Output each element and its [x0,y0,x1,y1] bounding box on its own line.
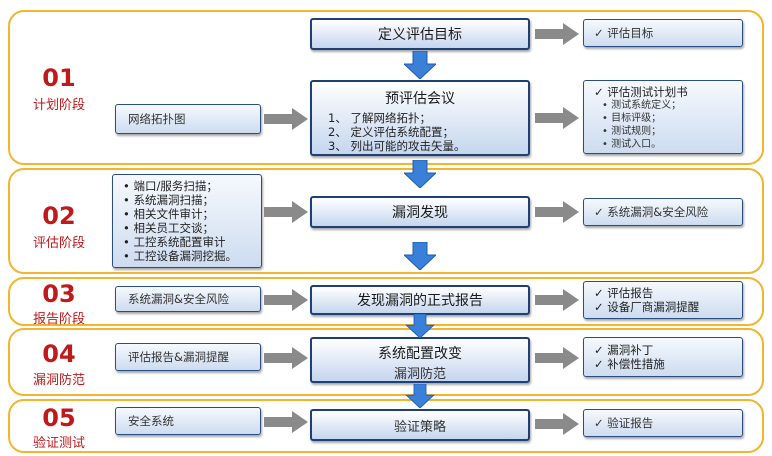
test-plan-item: • 测试规则； [602,126,662,137]
eval-goal-box: ✓ 评估目标 [583,19,743,47]
verify-report-box: ✓ 验证报告 [583,409,743,437]
verify-strategy-box: 验证策略 [310,409,530,441]
report-alert-box: 评估报告&漏洞提醒 [115,343,261,371]
arrow-right-icon [264,289,308,311]
formal-report-box: 发现漏洞的正式报告 [310,285,530,315]
topology-box: 网络拓扑图 [115,104,261,134]
verify-report-label: ✓ 验证报告 [594,416,654,430]
scan-item: • 相关员工交谈； [123,221,214,235]
security-system-box: 安全系统 [115,407,261,435]
security-system-label: 安全系统 [128,414,174,428]
phase-02-name: 评估阶段 [32,236,85,251]
define-goal-box: 定义评估目标 [310,18,530,50]
vuln-risk-left-box: 系统漏洞&安全风险 [115,286,261,312]
phase-01-number: 01 [42,64,76,92]
scan-item: • 端口/服务扫描； [123,179,218,193]
phase-01-name: 计划阶段 [32,98,85,113]
vuln-discovery-label: 漏洞发现 [392,205,448,221]
arrow-down-icon [404,51,436,79]
patch-item: ✓ 漏洞补丁 [594,343,654,357]
scan-item: • 工控系统配置审计 [123,235,226,249]
arrow-right-icon [264,201,308,223]
arrow-right-icon [535,23,579,45]
phase-03-number: 03 [42,280,76,308]
pre-meeting-item: 2、 定义评估系统配置； [328,125,454,139]
arrow-right-icon [535,107,579,129]
phase-05-name: 验证测试 [32,436,85,451]
topology-label: 网络拓扑图 [128,112,186,126]
vuln-discovery-box: 漏洞发现 [310,196,530,228]
report-item: ✓ 评估报告 [594,286,654,300]
arrow-right-icon [264,411,308,433]
vuln-risk-right-box: ✓ 系统漏洞&安全风险 [583,198,743,226]
config-change-title: 系统配置改变 [378,346,462,362]
patch-items-box: ✓ 漏洞补丁 ✓ 补偿性措施 [583,337,743,377]
define-goal-label: 定义评估目标 [378,27,462,43]
report-items-box: ✓ 评估报告 ✓ 设备厂商漏洞提醒 [583,281,743,319]
arrow-right-icon [535,413,579,435]
scan-item: • 工控设备漏洞挖掘。 [123,249,237,263]
arrow-right-icon [264,108,308,130]
arrow-down-icon [404,242,436,270]
pre-meeting-item: 3、 列出可能的攻击矢量。 [328,139,466,153]
test-plan-item: • 目标评级； [602,113,662,124]
arrow-down-icon [405,384,435,408]
pre-meeting-box: 预评估会议 1、 了解网络拓扑； 2、 定义评估系统配置； 3、 列出可能的攻击… [310,80,530,156]
phase-04-number: 04 [42,340,76,368]
scan-items-box: • 端口/服务扫描； • 系统漏洞扫描； • 相关文件审计； • 相关员工交谈；… [112,174,262,268]
test-plan-item: • 测试系统定义； [602,100,682,111]
phase-05-number: 05 [42,404,76,432]
test-plan-title: ✓ 评估测试计划书 [594,85,688,99]
phase-02-number: 02 [42,202,76,230]
report-item: ✓ 设备厂商漏洞提醒 [594,300,700,314]
scan-item: • 系统漏洞扫描； [123,193,214,207]
phase-03-name: 报告阶段 [32,312,85,327]
vuln-risk-right-label: ✓ 系统漏洞&安全风险 [594,205,709,219]
test-plan-box: ✓ 评估测试计划书 • 测试系统定义； • 目标评级； • 测试规则； • 测试… [583,80,743,154]
pre-meeting-title: 预评估会议 [385,91,455,107]
report-alert-label: 评估报告&漏洞提醒 [128,350,229,364]
test-plan-item: • 测试入口。 [602,139,662,150]
phase-04-name: 漏洞防范 [32,373,85,388]
formal-report-label: 发现漏洞的正式报告 [357,293,483,309]
arrow-right-icon [535,201,579,223]
scan-item: • 相关文件审计； [123,207,214,221]
pre-meeting-item: 1、 了解网络拓扑； [328,111,431,125]
arrow-down-icon [405,314,435,338]
config-change-box: 系统配置改变 漏洞防范 [310,337,530,383]
arrow-right-icon [264,347,308,369]
arrow-right-icon [535,347,579,369]
patch-item: ✓ 补偿性措施 [594,357,665,371]
arrow-right-icon [535,289,579,311]
config-change-sub: 漏洞防范 [393,367,446,382]
eval-goal-label: ✓ 评估目标 [594,26,654,40]
arrow-down-icon [404,160,436,188]
verify-strategy-label: 验证策略 [393,419,446,435]
vuln-risk-left-label: 系统漏洞&安全风险 [128,292,229,306]
